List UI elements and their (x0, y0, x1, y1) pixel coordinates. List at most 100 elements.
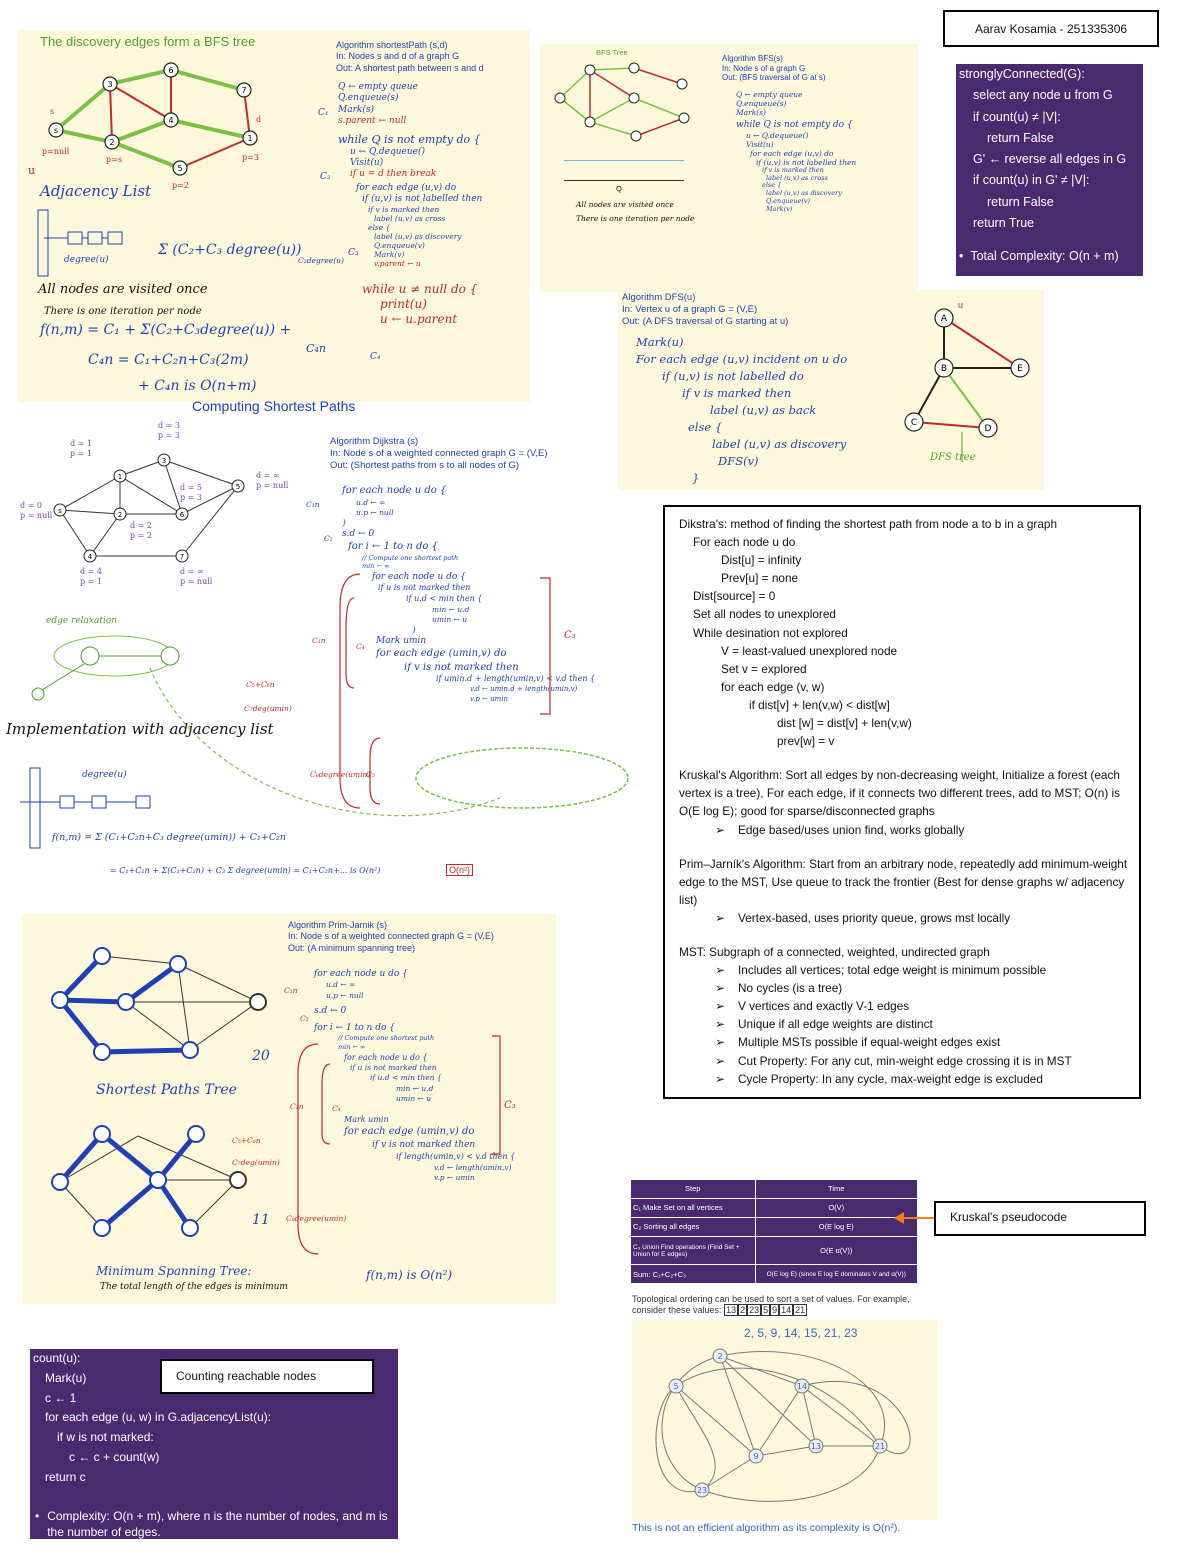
bfs-tree-label: BFS Tree (596, 48, 628, 57)
code-line: prev[w] = v (777, 734, 835, 749)
code-line: return False (987, 130, 1054, 145)
node-label: 3 (107, 80, 112, 89)
cost-label: C₄ (332, 1104, 341, 1113)
value-box: 23 (747, 1303, 762, 1316)
bfs-tree-diagram (554, 62, 690, 142)
visited-note: All nodes are visited once (576, 200, 674, 209)
relaxation-highlight (415, 747, 629, 809)
code-line: Set all nodes to unexplored (693, 607, 836, 622)
node-label: 5 (236, 483, 240, 491)
cost-label: C₃ (348, 248, 359, 258)
arrow-bullet-icon: ➢ (715, 981, 738, 996)
node-label: B (941, 364, 947, 374)
sorted-values: 2, 5, 9, 14, 15, 21, 23 (744, 1326, 858, 1340)
pseudocode-block: Q ← empty queue Q.enqueue(s) Mark(s) s.p… (338, 82, 482, 327)
code-line: return True (973, 216, 1035, 231)
topo-footer: This is not an efficient algorithm as it… (632, 1522, 901, 1534)
u-label: u (958, 300, 963, 310)
table-cell: O(E α(V)) (820, 1246, 853, 1256)
dfs-algorithm-note: Algorithm DFS(u) In: Vertex u of a graph… (618, 290, 1044, 490)
prim-bullet: ➢ Vertex-based, uses priority queue, gro… (715, 910, 1011, 925)
table-cell: Sum: C₁+C₂+C₃ (631, 1264, 756, 1283)
algorithm-input: In: Vertex u of a graph G = (V,E) (622, 303, 758, 315)
dest-label: d (256, 115, 261, 124)
code-line: Mark(u) (45, 1370, 87, 1385)
algorithm-output: Out: (A DFS traversal of G starting at u… (622, 315, 789, 327)
cost-label: C₈degree(umin) (286, 1214, 347, 1223)
code-line: for each edge (u,v) do (356, 182, 457, 193)
degree-label: degree(u) (82, 770, 127, 780)
bullet-icon: • (35, 1508, 40, 1523)
cost-label: C₄ (370, 352, 381, 362)
code-line: Mark(s) (338, 104, 374, 115)
edge-relaxation-label: edge relaxation (46, 616, 118, 626)
bfs-graph-diagram: s 3 2 6 4 5 7 1 s d p=null p=s p=2 p=3 u (28, 62, 261, 190)
cost-label: C₁n (306, 500, 320, 509)
implementation-label: Implementation with adjacency list (6, 720, 274, 738)
node-label: 2 (717, 1352, 722, 1361)
node-label: 2 (109, 138, 114, 147)
pseudocode-block: for each node u do { u.d ← ∞ u.p ← null … (342, 485, 596, 703)
kruskal-description: Kruskal's Algorithm: Sort all edges by n… (679, 768, 1121, 819)
section-title: Computing Shortest Paths (192, 398, 356, 414)
distance-label: d = ∞ (180, 567, 204, 576)
complexity-formula-1: f(n,m) = C₁ + Σ(C₂+C₃degree(u)) + (40, 322, 292, 338)
mst-bullet: ➢ Includes all vertices; total edge weig… (715, 963, 1047, 978)
mst-bullet: ➢ No cycles (is a tree) (715, 981, 843, 996)
algorithm-output: Out: (A minimum spanning tree) (288, 942, 416, 953)
code-line: Visit(u) (350, 158, 384, 168)
cost-label: C₂ (324, 534, 333, 543)
code-line: if count(u) in G' ≠ |V|: (973, 173, 1090, 188)
algorithm-title: Algorithm BFS(s) (722, 54, 783, 63)
code-line: else { (368, 223, 391, 232)
algorithm-output: Out: (BFS traversal of G at s) (722, 73, 826, 83)
cost-label: C₅+C₆n (246, 680, 275, 689)
algorithm-title: Algorithm DFS(u) (622, 292, 696, 303)
distance-label: d = 5 (180, 483, 202, 492)
mst-bullet: ➢ Multiple MSTs possible if equal-weight… (715, 1035, 1001, 1050)
code-line: While desination not explored (693, 625, 848, 640)
queue-line (564, 160, 684, 161)
queue-line (564, 180, 684, 181)
algorithm-title: Algorithm Dijkstra (s) (330, 436, 419, 447)
distance-label: p = 1 (80, 577, 102, 586)
code-line: count(u): (33, 1351, 81, 1365)
shortest-paths-tree-diagram (51, 947, 267, 1061)
distance-label: p = 3 (180, 493, 202, 502)
edge-relaxation-diagram (31, 635, 180, 701)
parent-label: p=3 (242, 153, 259, 162)
node-label: 5 (673, 1382, 678, 1391)
bfs-tree-title: The discovery edges form a BFS tree (40, 34, 256, 49)
topological-ordering-note: Topological ordering can be used to sort… (628, 1294, 940, 1542)
node-label: 6 (180, 511, 185, 519)
algorithm-output: Out: A shortest path between s and d (336, 62, 484, 73)
node-label: D (985, 424, 992, 434)
value-box: 5 (761, 1303, 771, 1316)
arrow-bullet-icon: ➢ (715, 1017, 738, 1032)
node-label: 4 (88, 553, 93, 561)
strongly-connected-box: stronglyConnected(G): select any node u … (956, 64, 1143, 276)
count-callout: Counting reachable nodes (160, 1359, 374, 1394)
visited-note: All nodes are visited once (38, 282, 208, 297)
code-line: while Q is not empty do { (338, 133, 481, 146)
cost-label: C₃ (564, 630, 576, 641)
node-label: 21 (875, 1442, 885, 1451)
name-box: Aarav Kosamia - 251335306 (943, 10, 1159, 47)
topo-graph-panel (632, 1320, 938, 1520)
code-line: dist [w] = dist[v] + len(v,w) (777, 716, 912, 731)
distance-label: d = 2 (130, 521, 152, 530)
code-line: return False (987, 194, 1054, 209)
code-line: Dist[source] = 0 (693, 589, 776, 604)
mst-bullet: ➢ Cut Property: For any cut, min-weight … (715, 1053, 1072, 1068)
code-line: if w is not marked: (57, 1430, 154, 1445)
node-label: 2 (118, 511, 122, 519)
complexity-bullet: • Total Complexity: O(n + m) (959, 249, 1119, 264)
node-label: 6 (168, 66, 173, 75)
parent-label: p=null (42, 147, 70, 156)
code-line: if u = d then break (350, 169, 437, 180)
arrow-bullet-icon: ➢ (715, 1071, 738, 1086)
algorithm-title: Algorithm shortestPath (s,d) (336, 40, 448, 50)
iteration-note: There is one iteration per node (576, 214, 695, 223)
arrow-bullet-icon: ➢ (715, 1053, 738, 1068)
cost-label: C₁ (318, 108, 329, 118)
